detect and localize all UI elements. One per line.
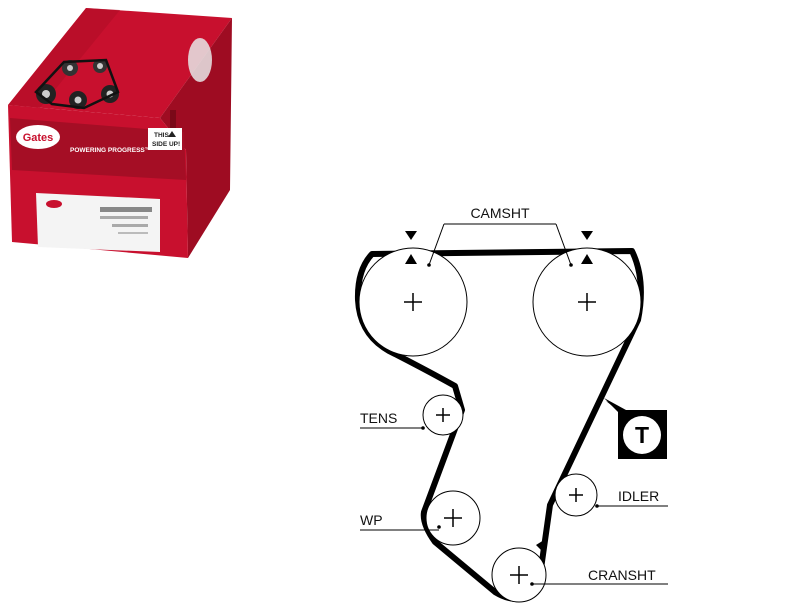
camshaft-label: CAMSHT	[470, 205, 530, 221]
orientation-line1: THIS	[154, 132, 169, 139]
tensioner-type-badge: T	[604, 398, 667, 459]
crankshaft-label: CRANSHT	[588, 567, 656, 583]
water-pump-label: WP	[360, 512, 383, 528]
idler-label: IDLER	[618, 488, 659, 504]
product-box-image: Gates POWERING PROGRESS™ THIS SIDE UP!	[8, 8, 232, 258]
tensioner-pulley	[421, 394, 464, 436]
tensioner-label: TENS	[360, 410, 397, 426]
water-pump-pulley	[425, 490, 481, 546]
gates-logo	[16, 125, 60, 149]
box-label-line	[118, 232, 148, 234]
orientation-arrow-icon	[168, 131, 176, 137]
crankshaft-pulley	[491, 547, 547, 603]
box-right-face	[160, 18, 232, 258]
camshaft-pulley-right	[532, 247, 642, 357]
box-top-face-shadow	[8, 8, 120, 108]
box-label-line	[100, 216, 148, 219]
idler-pulley	[554, 473, 599, 517]
timing-mark-up-icon	[405, 254, 417, 264]
box-pulley-illustration	[34, 58, 120, 110]
gates-logo-text: Gates	[23, 132, 54, 144]
crankshaft-timing-mark-icon	[536, 540, 544, 550]
box-side-logo	[188, 38, 212, 82]
timing-mark-up-icon	[581, 254, 593, 264]
orientation-line2: SIDE UP!	[152, 141, 180, 148]
box-label-barcode	[100, 207, 152, 212]
box-label-logo	[46, 200, 62, 208]
box-tagline: POWERING PROGRESS™	[70, 147, 151, 154]
camshaft-pulley-left	[358, 247, 468, 357]
timing-mark-down-icon	[581, 231, 593, 240]
timing-mark-down-icon	[405, 231, 417, 240]
tensioner-type-letter: T	[635, 422, 649, 448]
box-label-line	[112, 224, 148, 227]
